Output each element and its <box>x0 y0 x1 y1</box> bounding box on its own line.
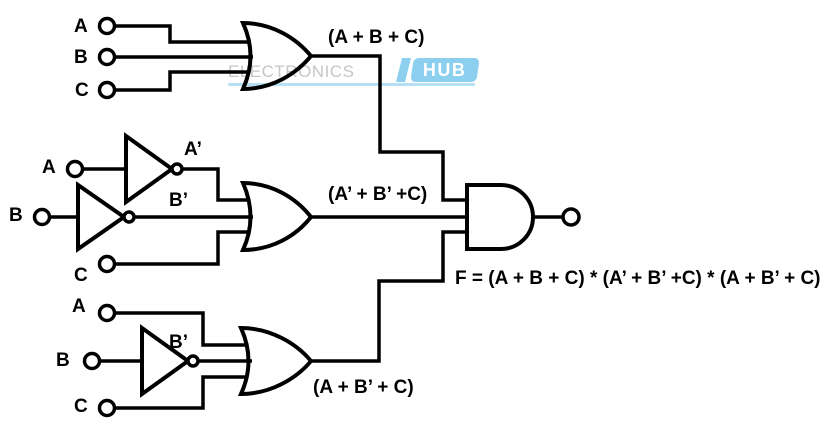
label-top-b: B <box>74 47 88 68</box>
wire-bot-input-c <box>114 375 247 410</box>
terminal-mid-c <box>97 254 117 274</box>
terminal-top-a <box>97 16 117 36</box>
terminal-top-b <box>97 47 117 67</box>
label-mid-a: A <box>42 157 56 178</box>
input-terminals <box>32 16 581 418</box>
or-gate-bottom <box>237 325 314 397</box>
label-bot-c: C <box>74 396 88 417</box>
terminal-bot-b <box>82 351 102 371</box>
terminal-bot-a <box>97 303 117 323</box>
label-top-a: A <box>74 16 88 37</box>
labels: A B C A B C A B C A’ B’ B’ (A + B + C) (… <box>9 16 821 417</box>
wire-top-input-c <box>114 70 248 92</box>
label-a-prime: A’ <box>184 139 202 160</box>
or-gate-middle <box>239 180 314 253</box>
label-bot-b: B <box>56 350 70 371</box>
terminal-mid-b <box>32 207 52 227</box>
wire-bot-input-a <box>114 311 247 347</box>
label-top-c: C <box>75 80 89 101</box>
not-gate-bot-b <box>140 324 192 398</box>
and-gate <box>465 183 535 251</box>
label-or1-output: (A + B + C) <box>328 27 424 48</box>
wire-mid-input-c <box>115 230 248 266</box>
not-gates <box>76 132 200 398</box>
or-gate-top <box>239 20 314 92</box>
terminal-bot-c <box>97 398 117 418</box>
label-bot-a: A <box>72 296 86 317</box>
not-bubble-mid-b <box>122 210 136 224</box>
not-bubble-mid-a <box>170 162 184 176</box>
terminal-output-f <box>561 207 581 227</box>
label-or3-output: (A + B’ + C) <box>313 377 414 398</box>
or-gates <box>237 20 314 397</box>
label-mid-b: B <box>9 205 23 226</box>
terminal-mid-a <box>65 159 85 179</box>
watermark-brand-text: ELECTRONICS <box>228 62 355 81</box>
label-b-prime-bot: B’ <box>169 332 188 353</box>
watermark-underline <box>228 83 475 86</box>
terminal-top-c <box>97 80 117 100</box>
wires <box>50 24 562 410</box>
wire-or1-output <box>311 54 468 202</box>
wire-or3-output <box>311 230 468 363</box>
not-bubble-bot-b <box>186 354 200 368</box>
label-mid-c: C <box>74 265 88 286</box>
not-gate-mid-a <box>124 132 176 206</box>
wire-top-input-a <box>114 24 248 44</box>
label-or2-output: (A’ + B’ +C) <box>328 184 427 205</box>
label-b-prime-mid: B’ <box>169 190 188 211</box>
not-gate-mid-b <box>76 181 128 253</box>
label-f-equation: F = (A + B + C) * (A’ + B’ +C) * (A + B’… <box>455 268 821 289</box>
wire-mid-a-prime <box>182 167 248 202</box>
